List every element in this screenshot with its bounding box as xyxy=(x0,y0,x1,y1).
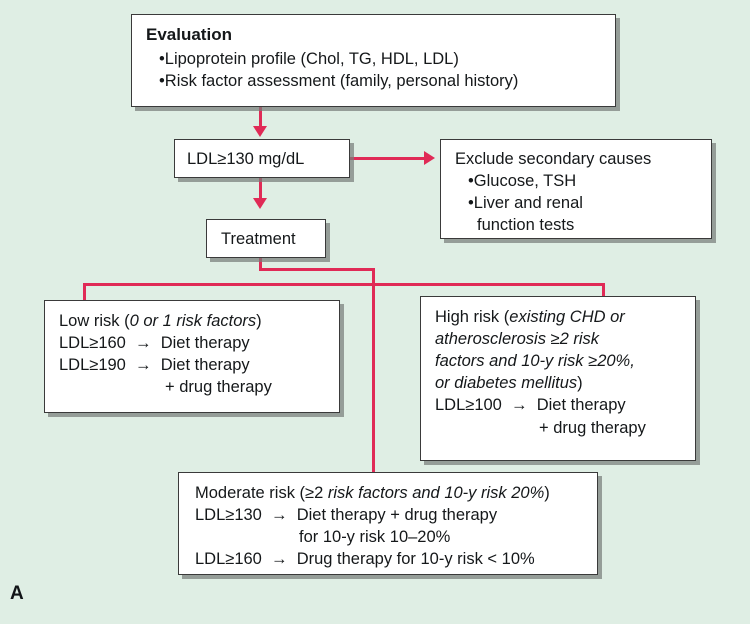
node-moderate-risk: Moderate risk (≥2 risk factors and 10-y … xyxy=(178,472,598,575)
moderate-risk-line-0: LDL≥130 → Diet therapy + drug therapy xyxy=(195,506,498,525)
evaluation-item-0: •Lipoprotein profile (Chol, TG, HDL, LDL… xyxy=(159,49,459,68)
low-risk-continuation: + drug therapy xyxy=(165,378,272,397)
high-risk-line-0: LDL≥100 → Diet therapy xyxy=(435,396,626,415)
connector-bus-upper xyxy=(259,268,375,271)
panel-label: A xyxy=(10,583,24,604)
moderate-risk-heading-close: ) xyxy=(544,484,550,502)
evaluation-item-1: •Risk factor assessment (family, persona… xyxy=(159,71,519,90)
evaluation-title: Evaluation xyxy=(146,25,232,44)
connector-bus-lower xyxy=(83,283,605,286)
node-exclude-secondary-causes: Exclude secondary causes •Glucose, TSH •… xyxy=(440,139,712,239)
node-treatment: Treatment xyxy=(206,219,326,258)
connector-treatment-stub xyxy=(259,258,262,271)
moderate-risk-heading-plain: Moderate risk (≥2 xyxy=(195,484,328,502)
node-ldl-threshold: LDL≥130 mg/dL xyxy=(174,139,350,178)
exclude-title: Exclude secondary causes xyxy=(455,150,652,168)
connector-ldl-to-exclude xyxy=(350,157,426,160)
high-risk-heading-plain: High risk ( xyxy=(435,308,510,326)
low-risk-line-1: LDL≥190 → Diet therapy xyxy=(59,356,250,375)
connector-branch-low-risk xyxy=(83,283,86,302)
treatment-label: Treatment xyxy=(221,230,296,248)
moderate-risk-heading: Moderate risk (≥2 risk factors and 10-y … xyxy=(195,482,597,504)
connector-evaluation-to-ldl xyxy=(259,107,262,128)
high-risk-heading: High risk (existing CHD or xyxy=(435,306,695,328)
arrowhead-evaluation-to-ldl xyxy=(253,126,267,137)
node-high-risk: High risk (existing CHD or atheroscleros… xyxy=(420,296,696,461)
low-risk-line-0: LDL≥160 → Diet therapy xyxy=(59,334,250,353)
node-evaluation: Evaluation •Lipoprotein profile (Chol, T… xyxy=(131,14,616,107)
connector-ldl-to-treatment xyxy=(259,178,262,200)
exclude-continuation: function tests xyxy=(477,216,575,235)
high-risk-heading-last: or diabetes mellitus) xyxy=(435,372,695,394)
low-risk-heading-close: ) xyxy=(256,312,262,330)
low-risk-heading: Low risk (0 or 1 risk factors) xyxy=(59,310,339,332)
high-risk-heading-italic-0: existing CHD or xyxy=(509,308,625,326)
high-risk-heading-italic-1: atherosclerosis ≥2 risk xyxy=(435,330,600,349)
low-risk-heading-italic: 0 or 1 risk factors xyxy=(129,312,257,330)
moderate-risk-continuation: for 10-y risk 10–20% xyxy=(299,528,451,547)
high-risk-heading-italic-2: factors and 10-y risk ≥20%, xyxy=(435,352,635,371)
moderate-risk-last-line: LDL≥160 → Drug therapy for 10-y risk < 1… xyxy=(195,550,535,569)
high-risk-heading-italic-3: or diabetes mellitus xyxy=(435,374,578,393)
ldl-threshold-label: LDL≥130 mg/dL xyxy=(187,150,305,168)
arrowhead-ldl-to-exclude xyxy=(424,151,435,165)
high-risk-heading-close: ) xyxy=(577,374,583,393)
connector-branch-high-risk xyxy=(602,283,605,298)
connector-bus-center-drop xyxy=(372,268,375,472)
low-risk-heading-plain: Low risk ( xyxy=(59,312,130,330)
exclude-item-0: •Glucose, TSH xyxy=(468,172,577,191)
arrowhead-ldl-to-treatment xyxy=(253,198,267,209)
exclude-item-1: •Liver and renal xyxy=(468,194,583,213)
high-risk-continuation: + drug therapy xyxy=(539,418,646,437)
node-low-risk: Low risk (0 or 1 risk factors) LDL≥160 →… xyxy=(44,300,340,413)
moderate-risk-heading-italic: risk factors and 10-y risk 20% xyxy=(327,484,545,502)
